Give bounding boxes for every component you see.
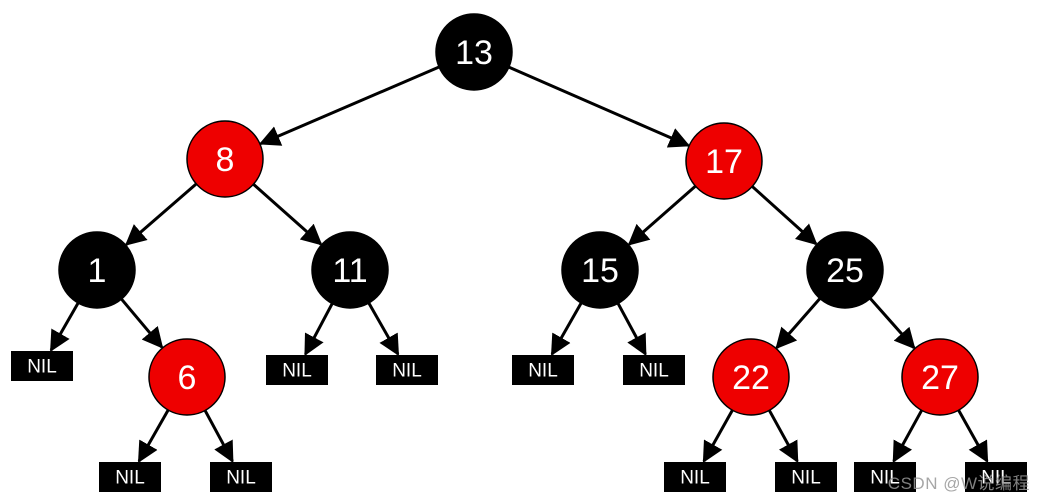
nil-box xyxy=(210,462,272,492)
tree-node-27: 27 xyxy=(901,338,979,416)
nil-label: NIL xyxy=(27,357,57,378)
nil-label: NIL xyxy=(791,468,821,489)
nil-box xyxy=(965,462,1027,492)
edge-n25-n22 xyxy=(775,297,822,350)
nil-label: NIL xyxy=(870,468,900,489)
tree-node-6: 6 xyxy=(148,338,226,416)
nil-leaf: NIL xyxy=(965,462,1027,492)
nil-label: NIL xyxy=(981,468,1011,489)
nil-leaves-layer: NIL NIL NIL NIL NIL NIL NIL NIL NIL NIL NIL xyxy=(11,351,1027,492)
node-circle-black xyxy=(311,231,389,309)
nil-box xyxy=(11,351,73,381)
nil-label: NIL xyxy=(226,468,256,489)
nil-leaf: NIL xyxy=(664,462,726,492)
nil-leaf: NIL xyxy=(210,462,272,492)
tree-node-8: 8 xyxy=(186,120,264,198)
edge-n17-n25 xyxy=(751,185,818,246)
edge-n13-n8 xyxy=(258,65,440,146)
node-label: 22 xyxy=(732,359,770,397)
edge-n6-nil-6b xyxy=(203,409,234,463)
nil-label: NIL xyxy=(680,468,710,489)
tree-node-15: 15 xyxy=(561,231,639,309)
nil-box xyxy=(266,355,328,385)
nil-label: NIL xyxy=(115,468,145,489)
node-label: 15 xyxy=(581,252,619,290)
node-label: 6 xyxy=(178,359,197,397)
nil-label: NIL xyxy=(528,361,558,382)
edge-n11-nil-11a xyxy=(304,302,334,356)
edge-n17-n15 xyxy=(627,184,697,246)
edge-n1-nil-1 xyxy=(49,302,80,352)
node-circle-black xyxy=(806,231,884,309)
edges-layer xyxy=(49,65,989,463)
nil-leaf: NIL xyxy=(99,462,161,492)
nil-box xyxy=(623,355,685,385)
node-label: 8 xyxy=(216,141,235,179)
node-label: 1 xyxy=(88,252,107,290)
tree-node-17: 17 xyxy=(685,122,763,200)
node-circle-black xyxy=(561,231,639,309)
nil-leaf: NIL xyxy=(775,462,837,492)
edge-n25-n27 xyxy=(869,297,916,350)
tree-node-11: 11 xyxy=(311,231,389,309)
edge-n8-n1 xyxy=(124,182,198,246)
edge-n6-nil-6a xyxy=(137,409,170,463)
nil-label: NIL xyxy=(639,361,669,382)
node-label: 17 xyxy=(705,143,743,181)
nil-leaf: NIL xyxy=(266,355,328,385)
edge-n11-nil-11b xyxy=(367,302,400,356)
edge-n15-nil-15b xyxy=(616,302,647,356)
node-circle-red xyxy=(685,122,763,200)
edge-n15-nil-15a xyxy=(550,302,583,356)
nil-box xyxy=(99,462,161,492)
edge-n27-nil-27b xyxy=(957,409,989,463)
tree-node-1: 1 xyxy=(58,231,136,309)
watermark: CSDN @W说编程 xyxy=(887,474,1030,493)
nil-leaf: NIL xyxy=(512,355,574,385)
tree-node-25: 25 xyxy=(806,231,884,309)
nil-leaf: NIL xyxy=(11,351,73,381)
node-circle-black xyxy=(58,231,136,309)
nil-box xyxy=(854,462,916,492)
tree-node-13: 13 xyxy=(435,13,513,91)
nil-leaf: NIL xyxy=(854,462,916,492)
edge-n13-n17 xyxy=(508,65,691,148)
node-label: 11 xyxy=(332,252,367,290)
nil-label: NIL xyxy=(392,361,422,382)
edge-n1-n6 xyxy=(120,298,164,349)
nil-leaf: NIL xyxy=(623,355,685,385)
nil-leaf: NIL xyxy=(376,355,438,385)
node-label: 27 xyxy=(921,359,959,397)
nil-box xyxy=(775,462,837,492)
node-label: 13 xyxy=(455,34,493,72)
nil-box xyxy=(664,462,726,492)
edge-n8-n11 xyxy=(252,183,323,246)
nil-label: NIL xyxy=(282,361,312,382)
node-circle-red xyxy=(186,120,264,198)
edge-n22-nil-22a xyxy=(702,409,734,463)
node-circle-black xyxy=(435,13,513,91)
node-label: 25 xyxy=(826,252,864,290)
nil-box xyxy=(376,355,438,385)
node-circle-red xyxy=(148,338,226,416)
node-circle-red xyxy=(712,338,790,416)
edge-n27-nil-27a xyxy=(892,409,924,463)
nil-box xyxy=(512,355,574,385)
tree-node-22: 22 xyxy=(712,338,790,416)
edge-n22-nil-22b xyxy=(767,409,799,463)
node-circle-red xyxy=(901,338,979,416)
